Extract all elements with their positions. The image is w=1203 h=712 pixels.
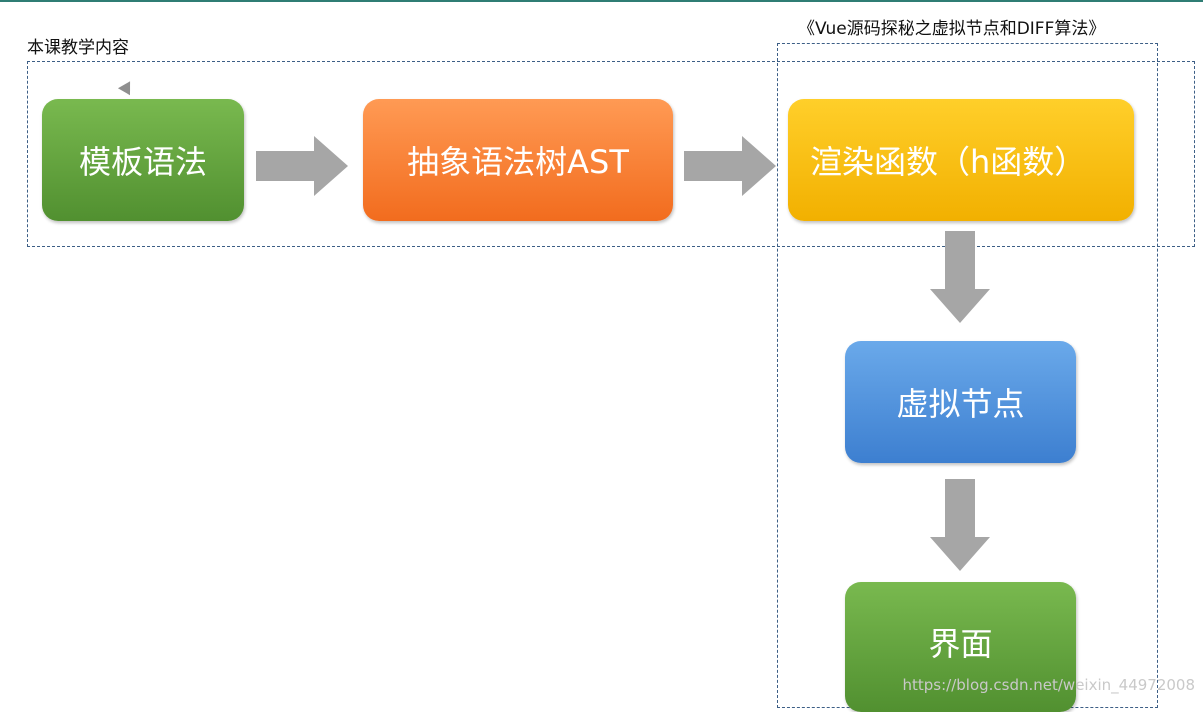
top-border (0, 0, 1203, 2)
render-function-node: 渲染函数（h函数） (788, 99, 1134, 221)
virtual-node-node: 虚拟节点 (845, 341, 1076, 463)
ui-node: 界面 (845, 582, 1076, 712)
watermark: https://blog.csdn.net/weixin_44972008 (902, 676, 1195, 694)
series-title: 《Vue源码探秘之虚拟节点和DIFF算法》 (798, 19, 1106, 39)
ast-node: 抽象语法树AST (363, 99, 673, 221)
arrow-right-icon (256, 136, 348, 196)
ui-label: 界面 (928, 625, 993, 663)
render-function-label: 渲染函数（h函数） (810, 143, 1087, 181)
template-syntax-node: 模板语法 (42, 99, 244, 221)
arrow-right-icon (684, 136, 776, 196)
ast-label: 抽象语法树AST (407, 143, 629, 181)
lesson-content-label: 本课教学内容 (27, 38, 129, 58)
template-syntax-label: 模板语法 (78, 143, 207, 181)
arrow-down-icon (930, 231, 990, 323)
lesson-scope-dashed-box (27, 61, 1195, 247)
arrow-down-icon (930, 479, 990, 571)
virtual-node-label: 虚拟节点 (896, 385, 1025, 423)
